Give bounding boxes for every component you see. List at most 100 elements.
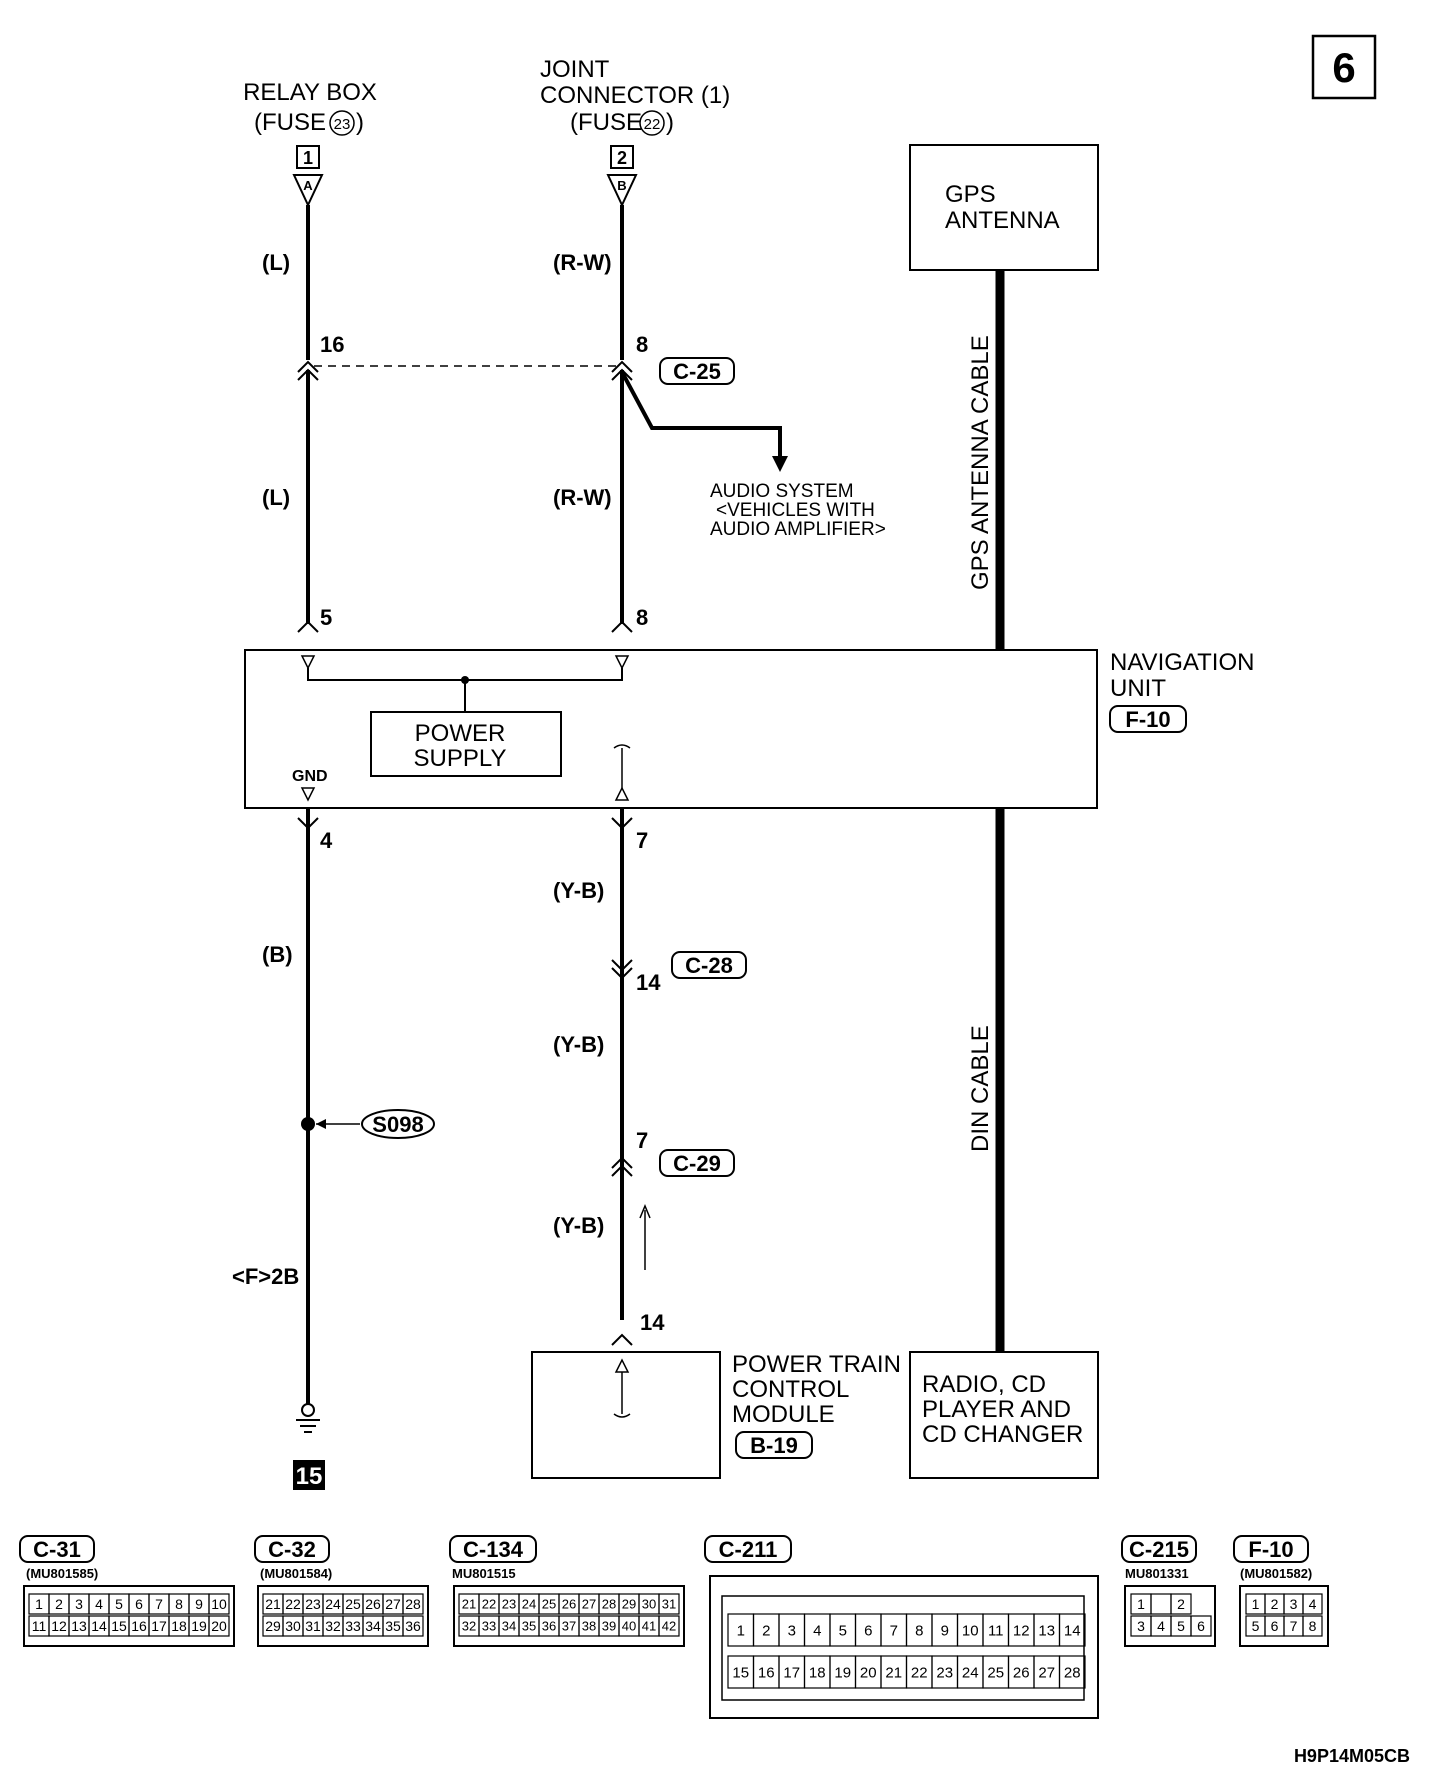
- connector-pin-cell: [1170, 1593, 1192, 1615]
- connector-pin-number: 6: [1197, 1618, 1205, 1634]
- page-number-box: [1311, 34, 1377, 100]
- connector-pin-number: 18: [809, 1664, 826, 1681]
- connector-pin-number: 12: [1013, 1622, 1030, 1639]
- connector-pin-number: 13: [71, 1618, 87, 1634]
- view-c134-body: [453, 1585, 685, 1647]
- connector-pin-number: 6: [135, 1596, 143, 1612]
- connector-pin-number: 5: [839, 1622, 847, 1639]
- view-c32-body: [257, 1585, 429, 1647]
- joint-connector-fuse-label: (FUSE: [570, 109, 642, 136]
- connector-pin-number: 1: [1252, 1596, 1260, 1612]
- nav-gnd-label: GND: [292, 768, 328, 785]
- relay-box-label: RELAY BOX: [243, 79, 377, 106]
- connector-pin-number: 20: [860, 1664, 877, 1681]
- audio-branch-arrow: [772, 456, 788, 472]
- navigation-unit-line2: UNIT: [1110, 675, 1166, 702]
- connector-pin-cell: [658, 1593, 680, 1615]
- nav-pin8-terminal: [614, 655, 630, 670]
- fuse-23-number: 23: [334, 116, 351, 133]
- connector-pin-number: 27: [582, 1597, 596, 1612]
- view-c215-part: MU801331: [1125, 1566, 1189, 1581]
- connector-pin-number: 4: [1309, 1596, 1317, 1612]
- view-c215-tag: [1121, 1535, 1197, 1563]
- connector-pin-number: 15: [111, 1618, 127, 1634]
- pcm-box: [531, 1351, 721, 1479]
- wire-audio-branch: [620, 371, 782, 460]
- relay-terminal-arrow: [292, 174, 324, 208]
- pcm-terminal: [614, 1358, 630, 1373]
- radio-line2: PLAYER AND: [922, 1396, 1071, 1423]
- connector-f10-tag: [1109, 705, 1187, 733]
- connector-pin-number: 33: [482, 1619, 496, 1634]
- connector-pin-number: 39: [602, 1619, 616, 1634]
- wire-color-rw-mid: (R-W): [553, 485, 612, 510]
- radio-line3: CD CHANGER: [922, 1421, 1083, 1448]
- audio-note-line3: AUDIO AMPLIFIER>: [710, 519, 886, 540]
- joint-terminal-number: 2: [617, 148, 627, 168]
- view-c31-part: (MU801585): [26, 1566, 98, 1581]
- view-c211-body: [709, 1575, 1099, 1719]
- view-c31-label: C-31: [33, 1537, 81, 1562]
- pin-14a: 14: [636, 970, 661, 995]
- connector-pin-number: 7: [890, 1622, 898, 1639]
- connector-pin-number: 37: [562, 1619, 576, 1634]
- connector-pin-number: 2: [762, 1622, 770, 1639]
- connector-pin-number: 16: [131, 1618, 147, 1634]
- audio-note-line2: <VEHICLES WITH: [716, 500, 875, 521]
- connector-pin-number: 10: [211, 1596, 227, 1612]
- connector-pin-cell: [1150, 1593, 1172, 1615]
- connector-pin-number: 24: [325, 1596, 341, 1612]
- connector-pin-cell: [1058, 1613, 1086, 1647]
- pin-8b: 8: [636, 605, 648, 630]
- connector-pin-number: 36: [542, 1619, 556, 1634]
- connector-pin-number: 6: [1271, 1618, 1279, 1634]
- connector-pin-cell: [208, 1593, 230, 1615]
- view-c134-tag: [449, 1535, 537, 1563]
- connector-pin-number: 28: [405, 1596, 421, 1612]
- connector-pin-number: 32: [325, 1618, 341, 1634]
- connector-c28-symbol: [611, 959, 633, 980]
- wire-color-yb-1: (Y-B): [553, 878, 604, 903]
- connector-pin-number: 8: [175, 1596, 183, 1612]
- view-f10-label: F-10: [1248, 1537, 1293, 1562]
- radio-line1: RADIO, CD: [922, 1371, 1046, 1398]
- connector-pin-number: 10: [962, 1622, 979, 1639]
- gps-antenna-line1: GPS: [945, 181, 996, 208]
- view-c134-label: C-134: [463, 1537, 524, 1562]
- connector-pin-number: 30: [642, 1597, 656, 1612]
- view-c211-inner: [721, 1595, 1085, 1701]
- joint-connector-fuse-close: ): [666, 109, 674, 136]
- connector-pin-cell: [1302, 1593, 1323, 1615]
- view-c31-tag: [19, 1535, 95, 1563]
- connector-c25-label: C-25: [673, 359, 721, 384]
- connector-pin-number: 4: [813, 1622, 821, 1639]
- joint-connector-label-2: CONNECTOR (1): [540, 82, 730, 109]
- pin-4: 4: [320, 828, 333, 853]
- ground-number-box: [293, 1460, 325, 1490]
- joint-terminal-letter: B: [617, 178, 626, 193]
- pin-14b: 14: [640, 1310, 665, 1335]
- view-f10-tag: [1233, 1535, 1309, 1563]
- diagram-code: H9P14M05CB: [1294, 1746, 1410, 1766]
- view-c32-label: C-32: [268, 1537, 316, 1562]
- connector-pin-number: 22: [285, 1596, 301, 1612]
- wire-color-l-top: (L): [262, 250, 290, 275]
- connector-pin-cell: [1190, 1615, 1212, 1637]
- view-c215-label: C-215: [1129, 1537, 1189, 1562]
- connector-pin-number: 13: [1038, 1622, 1055, 1639]
- din-cable-label: DIN CABLE: [967, 1025, 994, 1152]
- signal-direction-arrow: [639, 1204, 651, 1219]
- view-c32-tag: [254, 1535, 330, 1563]
- nav-pin5-terminal: [300, 655, 316, 670]
- gps-cable-label: GPS ANTENNA CABLE: [967, 335, 994, 590]
- connector-pin-cell: [1302, 1615, 1323, 1637]
- connector-pin-number: 26: [1013, 1664, 1030, 1681]
- connector-c29-tag: [659, 1149, 735, 1177]
- view-c215-body: [1124, 1585, 1216, 1647]
- connector-pin-number: 25: [987, 1664, 1004, 1681]
- view-f10-body: [1239, 1585, 1329, 1647]
- pcm-line1: POWER TRAIN: [732, 1351, 901, 1378]
